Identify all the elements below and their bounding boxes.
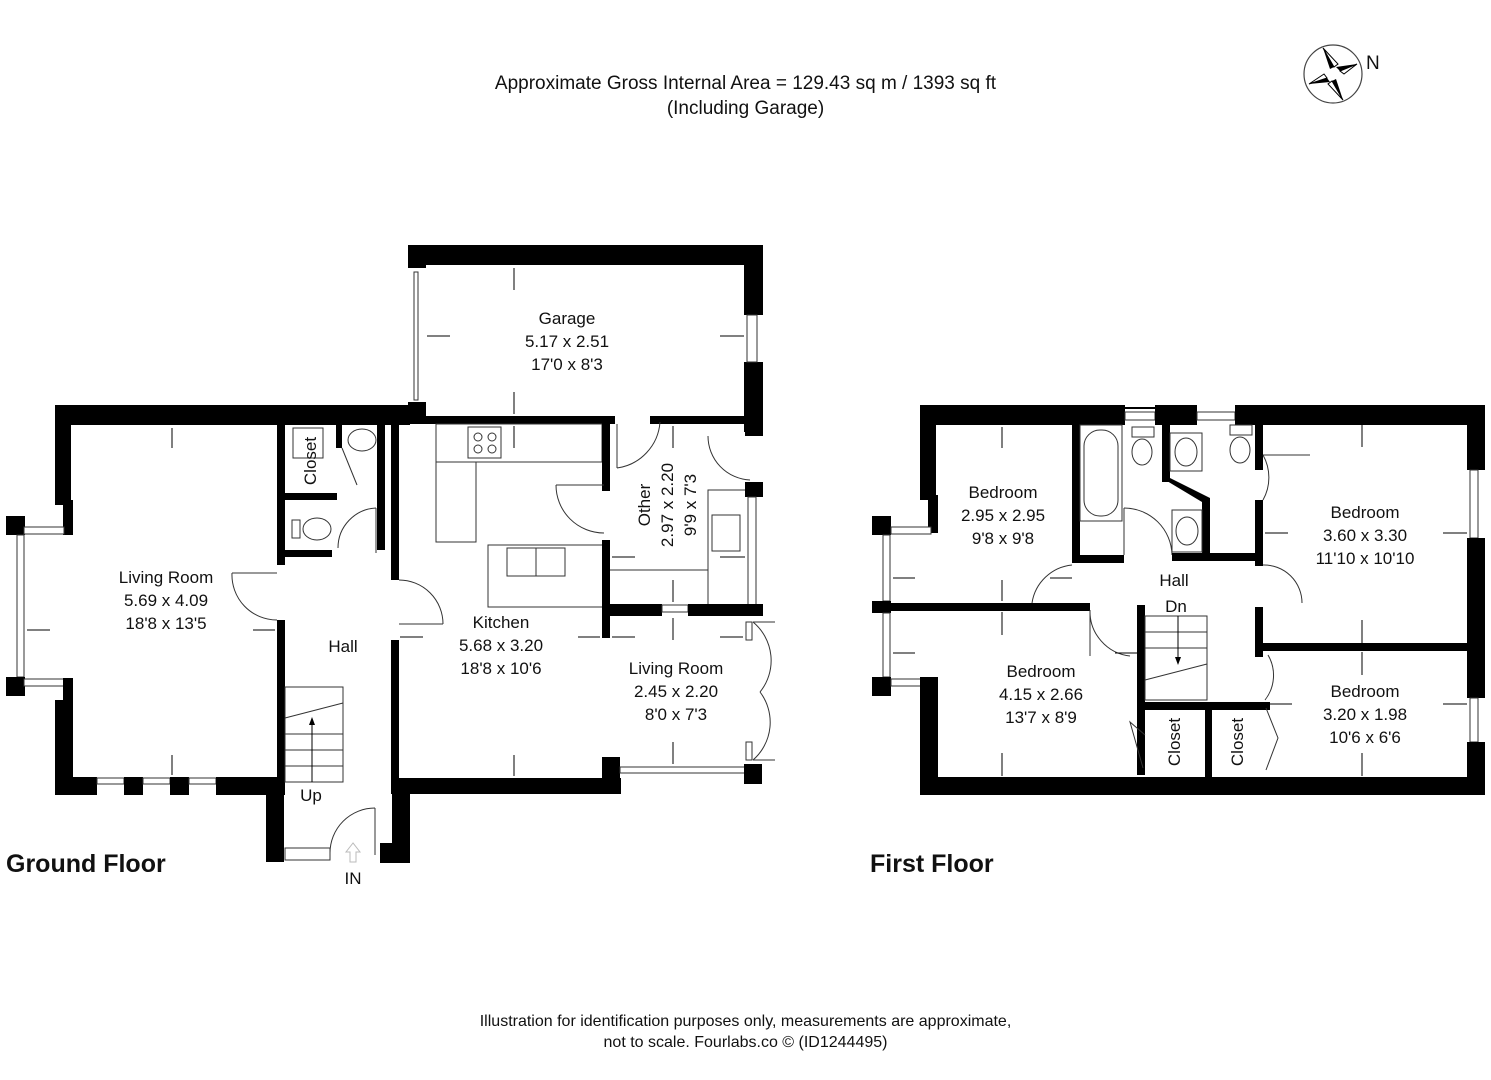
stairs-up-label: Up	[300, 786, 322, 805]
room-bedroom-1-imperial: 9'8 x 9'8	[972, 529, 1034, 548]
room-bedroom-2-imperial: 11'10 x 10'10	[1316, 549, 1415, 568]
room-hall-first-floor-name: Hall	[1159, 571, 1188, 590]
first-floor-title: First Floor	[870, 850, 994, 878]
room-living-room-2-imperial: 8'0 x 7'3	[645, 705, 707, 724]
stairs-down-label: Dn	[1165, 597, 1187, 616]
gross-area-text: Approximate Gross Internal Area = 129.43…	[494, 73, 997, 94]
room-bedroom-3-metric: 4.15 x 2.66	[999, 685, 1083, 704]
compass-north-label: N	[1366, 53, 1380, 74]
room-bedroom-3-name: Bedroom	[1007, 662, 1076, 681]
room-bedroom-2-name: Bedroom	[1331, 503, 1400, 522]
room-living-room-metric: 5.69 x 4.09	[124, 591, 208, 610]
gross-area-note: (Including Garage)	[666, 98, 825, 119]
room-closet-name: Closet	[301, 437, 320, 485]
ground-floor-title: Ground Floor	[6, 850, 166, 878]
room-garage-imperial: 17'0 x 8'3	[531, 355, 603, 374]
room-closet-2-name: Closet	[1228, 718, 1247, 766]
disclaimer-line-2: not to scale. Fourlabs.co © (ID1244495)	[603, 1034, 888, 1051]
room-other-metric: 2.97 x 2.20	[658, 463, 677, 547]
entrance-label: IN	[345, 869, 362, 888]
room-other-imperial: 9'9 x 7'3	[681, 474, 700, 536]
room-kitchen-metric: 5.68 x 3.20	[459, 636, 543, 655]
room-other-name: Other	[635, 483, 654, 526]
room-living-room-2-name: Living Room	[629, 659, 724, 678]
ground-floor-plan	[6, 245, 775, 863]
compass-rose-icon	[1303, 44, 1363, 104]
room-garage-metric: 5.17 x 2.51	[525, 332, 609, 351]
first-floor-dimension-arrows	[893, 425, 1467, 776]
room-bedroom-4-imperial: 10'6 x 6'6	[1329, 728, 1401, 747]
ground-floor-labels: Garage 5.17 x 2.51 17'0 x 8'3 Living Roo…	[119, 309, 724, 888]
room-bedroom-4-name: Bedroom	[1331, 682, 1400, 701]
room-bedroom-2-metric: 3.60 x 3.30	[1323, 526, 1407, 545]
room-bedroom-1-name: Bedroom	[969, 483, 1038, 502]
ground-floor-dimension-arrows	[27, 268, 745, 776]
room-closet-1-name: Closet	[1165, 718, 1184, 766]
room-kitchen-name: Kitchen	[473, 613, 530, 632]
compass: N	[1300, 43, 1390, 118]
room-living-room-2-metric: 2.45 x 2.20	[634, 682, 718, 701]
room-bedroom-1-metric: 2.95 x 2.95	[961, 506, 1045, 525]
room-bedroom-3-imperial: 13'7 x 8'9	[1005, 708, 1077, 727]
disclaimer-line-1: Illustration for identification purposes…	[479, 1013, 1012, 1030]
room-kitchen-imperial: 18'8 x 10'6	[460, 659, 541, 678]
first-floor-labels: Bedroom 2.95 x 2.95 9'8 x 9'8 Bedroom 3.…	[961, 483, 1414, 766]
room-living-room-name: Living Room	[119, 568, 214, 587]
room-bedroom-4-metric: 3.20 x 1.98	[1323, 705, 1407, 724]
room-living-room-imperial: 18'8 x 13'5	[125, 614, 206, 633]
first-floor-plan	[872, 405, 1485, 795]
room-hall-name: Hall	[328, 637, 357, 656]
room-garage-name: Garage	[539, 309, 596, 328]
